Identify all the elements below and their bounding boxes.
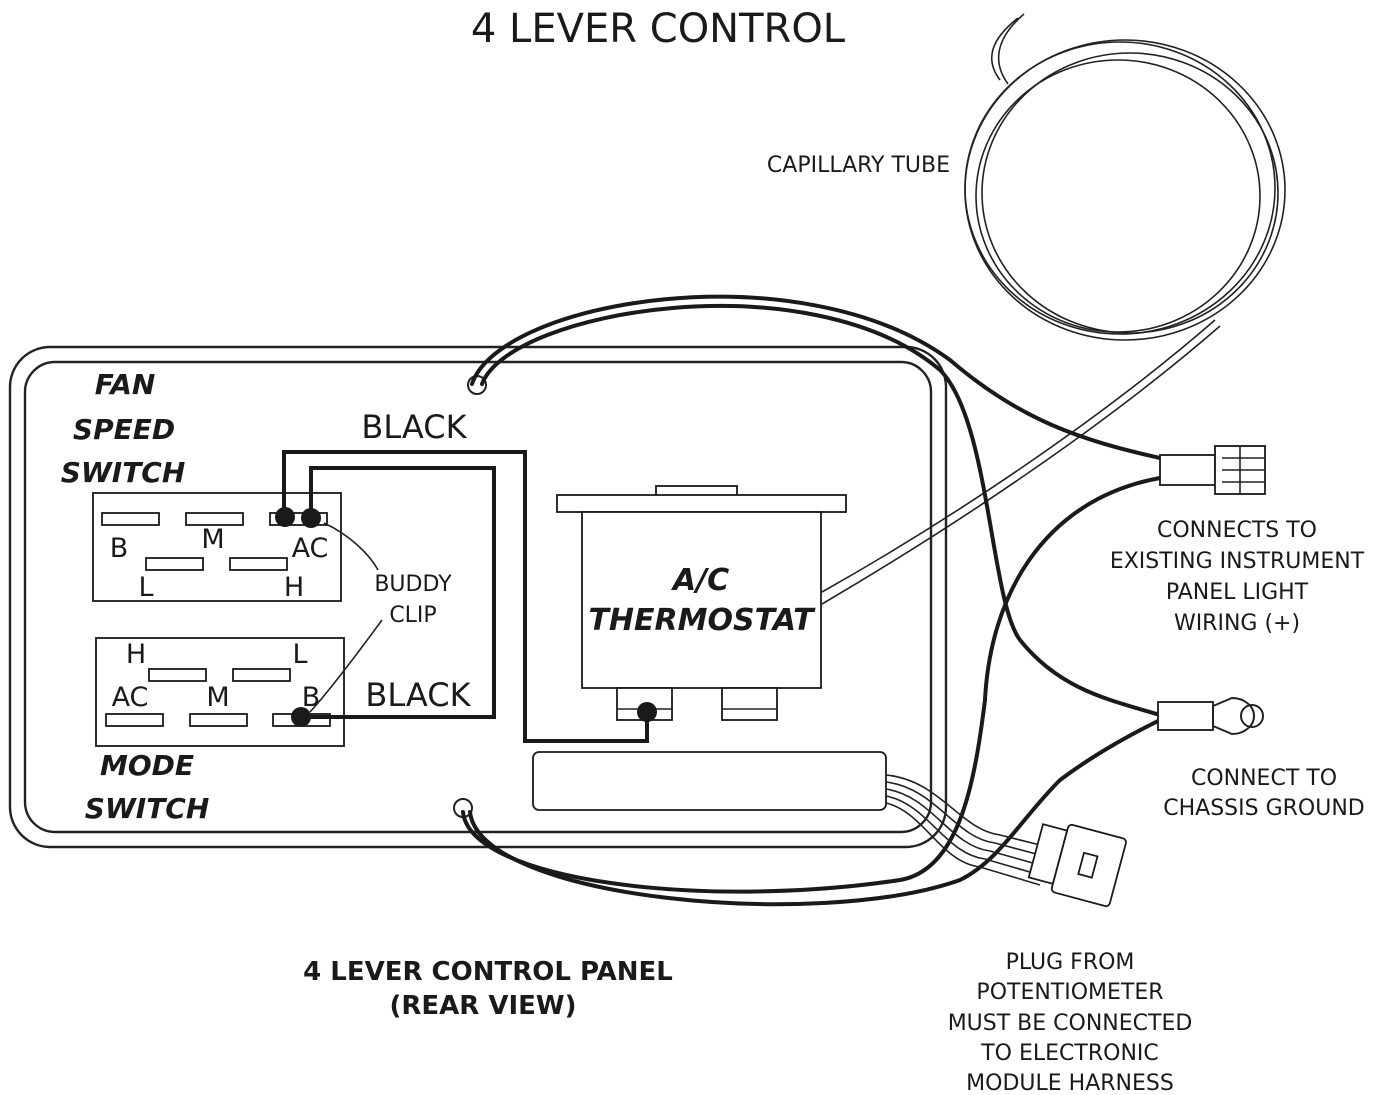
buddy-clip-leader-bottom [309, 619, 383, 713]
fan-terminal-l: L [138, 572, 153, 603]
plug-note-line-1: PLUG FROM [1006, 950, 1135, 975]
black-label-top: BLACK [361, 408, 467, 446]
plug-note-line-3: MUST BE CONNECTED [948, 1011, 1193, 1036]
mode-terminal-h: H [126, 639, 146, 670]
connect-ground-line-2: CHASSIS GROUND [1163, 796, 1364, 821]
panel-light-wire-b [480, 303, 1162, 717]
black-wire-loop [299, 466, 496, 719]
connect-ground-line-1: CONNECT TO [1191, 766, 1337, 791]
potentiometer-plug [1027, 823, 1127, 908]
mode-terminal-m: M [206, 682, 229, 713]
black-label-bottom: BLACK [365, 676, 471, 714]
ground-wire-a [461, 476, 1162, 894]
fan-speed-label-2: SPEED [73, 413, 175, 446]
plug-note-line-2: POTENTIOMETER [976, 980, 1163, 1005]
panel-light-wire-a [470, 294, 1162, 460]
mode-terminal-ac: AC [112, 682, 149, 713]
black-wire-top [282, 450, 649, 743]
mode-terminal-l: L [292, 639, 307, 670]
thermostat-label-1: A/C [671, 563, 729, 598]
connects-to-line-1: CONNECTS TO [1157, 518, 1317, 543]
panel-caption-1: 4 LEVER CONTROL PANEL [303, 957, 673, 987]
connects-to-line-4: WIRING (+) [1174, 611, 1300, 636]
panel-caption-2: (REAR VIEW) [390, 991, 577, 1021]
fan-terminal-ac: AC [292, 533, 329, 564]
fan-speed-label-1: FAN [95, 368, 156, 401]
potentiometer-ribbon [885, 774, 1041, 886]
ground-wire-b [468, 718, 1162, 907]
junction-fan-b [275, 507, 295, 527]
mode-switch-label-2: SWITCH [85, 792, 210, 825]
connects-to-line-2: EXISTING INSTRUMENT [1110, 549, 1365, 574]
junction-fan-ac [301, 508, 321, 528]
panel-light-connector [1159, 445, 1266, 495]
ring-terminal [1157, 696, 1264, 736]
capillary-tube-coil [821, 13, 1286, 605]
fan-terminal-m: M [201, 524, 224, 555]
junction-thermostat [637, 702, 657, 722]
mode-switch-label-1: MODE [100, 749, 194, 782]
fan-terminal-h: H [284, 572, 304, 603]
fan-speed-label-3: SWITCH [61, 456, 186, 489]
buddy-clip-label-1: BUDDY [374, 572, 452, 597]
diagram-title: 4 LEVER CONTROL [471, 6, 846, 52]
buddy-clip-leader-top [323, 522, 379, 571]
plug-note-line-4: TO ELECTRONIC [980, 1041, 1159, 1066]
thermostat-label-2: THERMOSTAT [588, 603, 816, 638]
connects-to-line-3: PANEL LIGHT [1166, 580, 1309, 605]
plug-note-line-5: MODULE HARNESS [966, 1071, 1174, 1095]
capillary-tube-label: CAPILLARY TUBE [767, 153, 950, 178]
buddy-clip-label-2: CLIP [389, 603, 436, 628]
potentiometer-body [532, 751, 887, 811]
junction-mode-b [291, 707, 311, 727]
fan-terminal-b: B [110, 533, 129, 564]
ac-thermostat [556, 485, 847, 721]
